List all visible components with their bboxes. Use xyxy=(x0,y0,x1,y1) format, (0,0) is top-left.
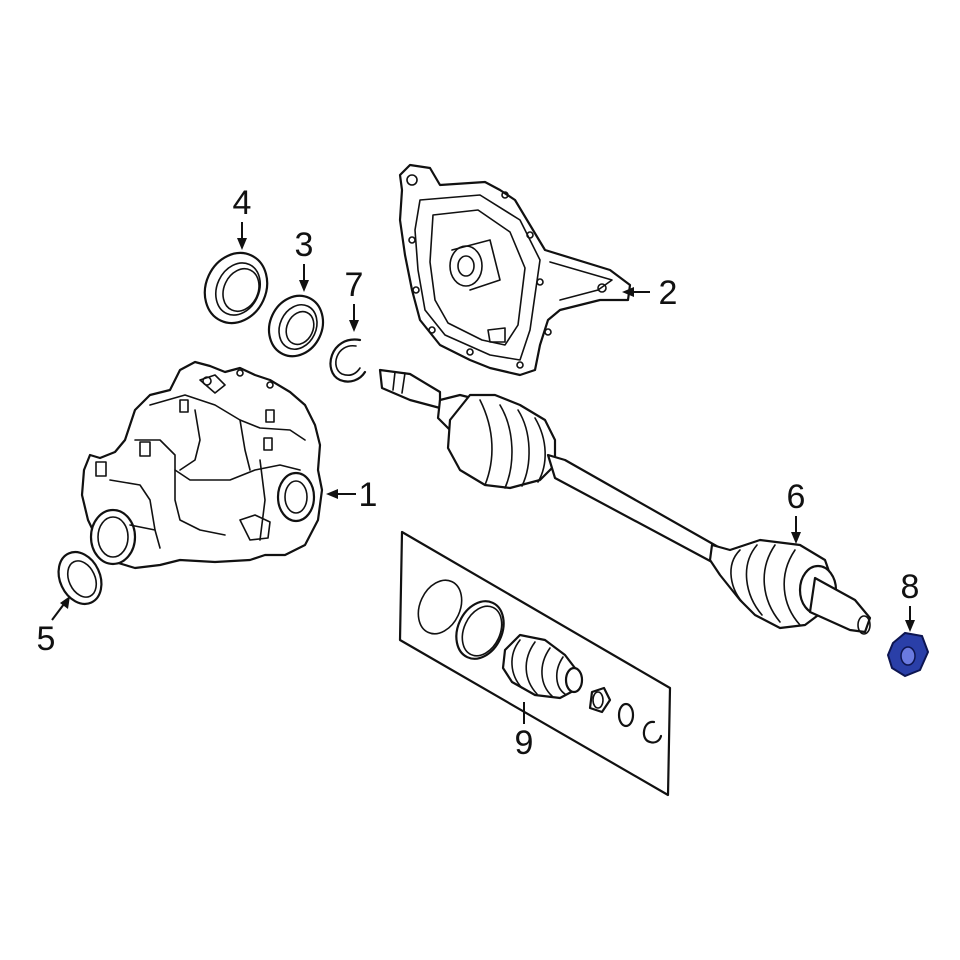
callout-3: 3 xyxy=(295,226,314,264)
callout-8: 8 xyxy=(901,568,920,606)
callout-arrows xyxy=(51,222,915,724)
part-4-seal[interactable] xyxy=(194,243,279,334)
part-5-seal[interactable] xyxy=(50,545,109,611)
part-3-bearing[interactable] xyxy=(259,287,332,365)
callout-6: 6 xyxy=(787,478,806,516)
part-8-nut[interactable] xyxy=(886,631,930,678)
callout-9: 9 xyxy=(515,724,534,762)
callout-5: 5 xyxy=(37,620,56,658)
callout-4: 4 xyxy=(233,184,252,222)
part-6-axle[interactable] xyxy=(378,368,872,635)
part-1-housing[interactable] xyxy=(80,360,324,570)
callout-1: 1 xyxy=(359,476,378,514)
part-7-snap-ring[interactable] xyxy=(329,338,367,383)
part-2-cover[interactable] xyxy=(398,163,632,377)
part-9-boot-kit[interactable] xyxy=(398,530,672,797)
callout-7: 7 xyxy=(345,266,364,304)
callout-2: 2 xyxy=(659,274,678,312)
